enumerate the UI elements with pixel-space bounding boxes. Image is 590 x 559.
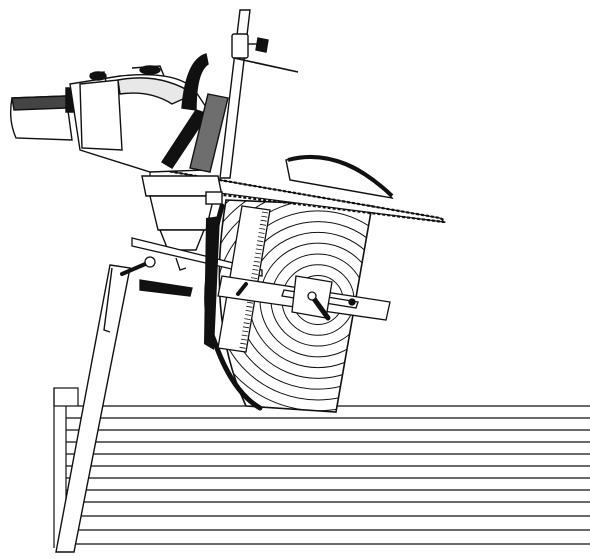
bar-nut bbox=[205, 191, 223, 205]
rack-tooth bbox=[257, 236, 264, 238]
rack-tooth bbox=[246, 301, 254, 304]
hook bbox=[175, 257, 187, 271]
carriage-foot bbox=[158, 229, 206, 251]
rack-tooth bbox=[258, 232, 265, 234]
top-rod bbox=[233, 57, 299, 73]
saw-chain bbox=[149, 166, 446, 224]
oil-cap bbox=[139, 65, 161, 75]
rack-tooth bbox=[261, 211, 269, 214]
rack-tooth bbox=[244, 314, 252, 316]
rack-tooth bbox=[261, 215, 268, 218]
fuel-cap bbox=[89, 71, 107, 81]
rack-tooth bbox=[260, 219, 267, 222]
board-lines bbox=[66, 405, 590, 545]
crossbar-stop bbox=[348, 298, 356, 306]
rack-tooth bbox=[259, 228, 266, 230]
handle-guard bbox=[189, 93, 229, 173]
top-clamp-knob bbox=[255, 37, 269, 53]
carriage-body bbox=[149, 195, 215, 231]
rack-tooth bbox=[243, 322, 250, 325]
support-leg bbox=[55, 264, 131, 553]
rack-tooth bbox=[256, 244, 263, 247]
rack-tooth bbox=[245, 310, 252, 312]
slide-carriage bbox=[120, 205, 391, 353]
locking-handle-pivot bbox=[144, 256, 156, 268]
rack-tooth bbox=[240, 342, 247, 345]
engine-side-cover bbox=[79, 79, 123, 151]
growth-ring bbox=[219, 200, 372, 412]
rack-tooth bbox=[251, 277, 258, 279]
horizontal-rail bbox=[131, 237, 263, 277]
rack-tooth bbox=[259, 223, 267, 226]
top-clamp bbox=[231, 33, 249, 59]
rack-tooth bbox=[255, 248, 262, 251]
rack-tooth bbox=[255, 252, 262, 255]
lumber-stack bbox=[53, 387, 590, 548]
front-handle bbox=[181, 53, 209, 111]
rack-tooth bbox=[257, 240, 264, 243]
rear-handle-grip bbox=[11, 95, 69, 111]
rack-tooth bbox=[242, 330, 249, 333]
rack-tooth bbox=[253, 260, 260, 263]
rack-lever bbox=[236, 282, 248, 296]
support-leg-tube bbox=[55, 264, 131, 553]
vertical-post bbox=[219, 9, 299, 179]
tensioning-knob bbox=[139, 279, 193, 297]
slab-bark bbox=[287, 155, 394, 198]
rack-tooth bbox=[251, 273, 258, 275]
board-end-block bbox=[53, 387, 79, 407]
rack-clamp bbox=[204, 216, 220, 350]
rack-tooth bbox=[246, 305, 253, 308]
rack-tooth bbox=[242, 326, 250, 329]
rack-tooth bbox=[239, 346, 246, 349]
chainsaw bbox=[9, 53, 229, 251]
rack-tooth bbox=[252, 269, 259, 271]
rack-tooth bbox=[240, 338, 247, 341]
rack-tooth bbox=[241, 334, 248, 337]
rack-tooth bbox=[254, 256, 261, 259]
rack-tooth bbox=[253, 264, 260, 267]
rack-tooth bbox=[244, 318, 251, 320]
locking-handle-right-pivot bbox=[307, 291, 317, 301]
support-leg-bracket bbox=[103, 267, 113, 333]
